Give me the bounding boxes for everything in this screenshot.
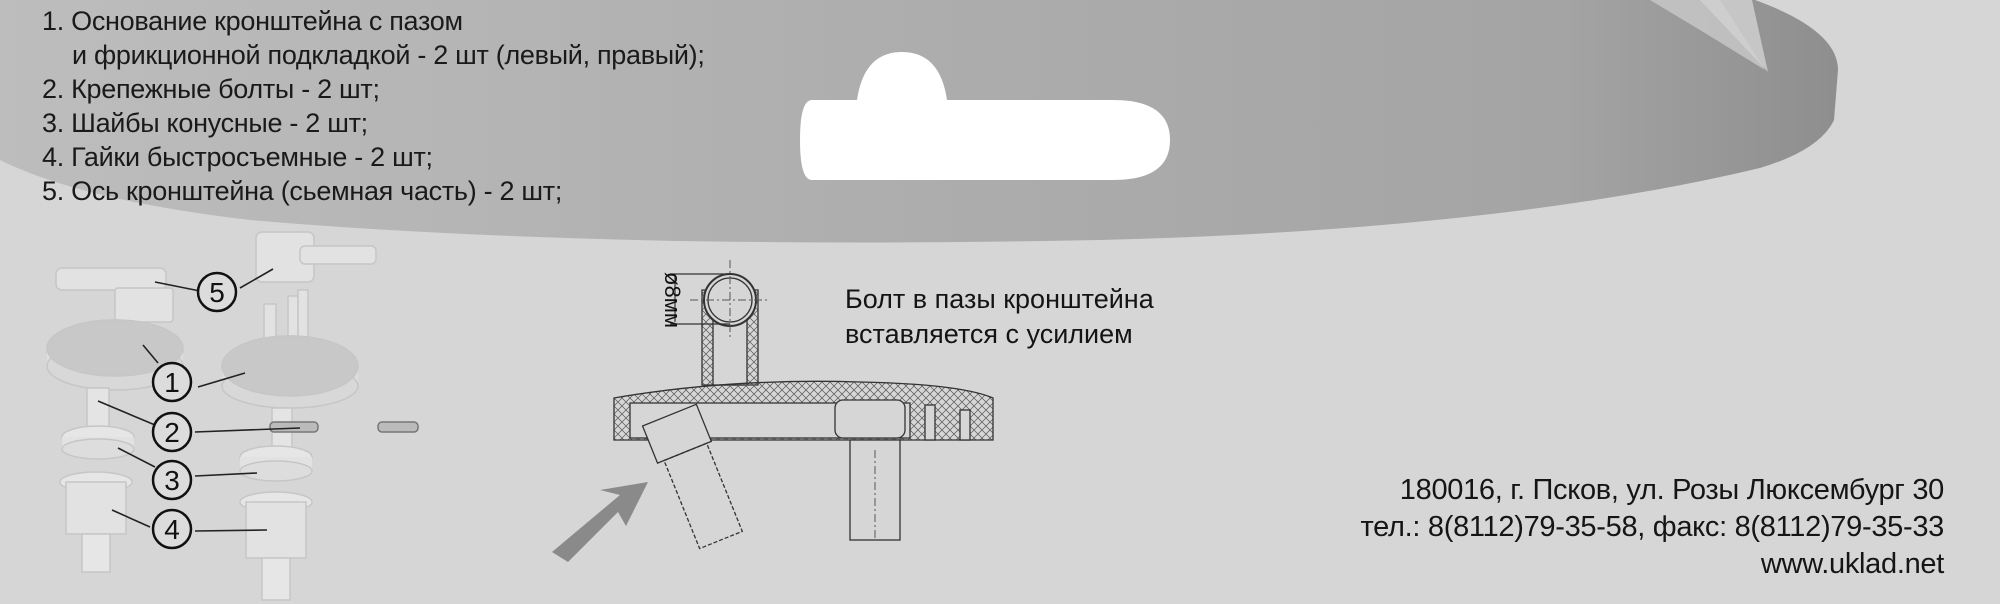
item-number: 2. xyxy=(42,74,64,104)
exploded-view-figure: 5 1 2 3 4 xyxy=(46,231,419,601)
parts-list: 1. Основание кронштейна с пазом и фрикци… xyxy=(42,4,705,208)
parts-list-item-1-continuation: и фрикционной подкладкой - 2 шт (левый, … xyxy=(42,38,705,72)
callout-label: 1 xyxy=(164,367,180,398)
phone-fax: тел.: 8(8112)79-35-58, факс: 8(8112)79-3… xyxy=(1360,511,1944,543)
item-text: Крепежные болты - 2 шт; xyxy=(71,74,380,104)
callout-4-icon xyxy=(151,508,193,550)
parts-list-item-2: 2. Крепежные болты - 2 шт; xyxy=(42,72,705,106)
callout-3-icon xyxy=(151,459,193,501)
callout-label: 2 xyxy=(164,417,180,448)
item-number: 5. xyxy=(42,176,64,206)
website-link[interactable]: www.uklad.net xyxy=(1760,548,1944,580)
address: 180016, г. Псков, ул. Розы Люксембург 30 xyxy=(1399,474,1945,506)
axle-part-icon xyxy=(55,267,167,291)
cross-section-drawing: ø8мм xyxy=(552,260,994,562)
parts-list-item-3: 3. Шайбы конусные - 2 шт; xyxy=(42,106,705,140)
callout-2-icon xyxy=(151,411,193,453)
item-text: и фрикционной подкладкой - 2 шт (левый, … xyxy=(72,40,705,70)
parts-list-item-1: 1. Основание кронштейна с пазом xyxy=(42,4,705,38)
item-text: Ось кронштейна (сьемная часть) - 2 шт; xyxy=(71,176,563,206)
callout-label: 3 xyxy=(164,465,180,496)
callout-label: 5 xyxy=(209,277,225,308)
item-text: Гайки быстросъемные - 2 шт; xyxy=(71,142,433,172)
note-line-2: вставляется с усилием xyxy=(845,319,1133,349)
callout-label: 4 xyxy=(164,514,180,545)
item-text: Шайбы конусные - 2 шт; xyxy=(71,108,368,138)
installation-note: Болт в пазы кронштейна вставляется с уси… xyxy=(845,282,1154,352)
callout-1-icon xyxy=(151,361,193,403)
item-number: 3. xyxy=(42,108,64,138)
note-line-1: Болт в пазы кронштейна xyxy=(845,284,1154,314)
item-number: 1. xyxy=(42,6,64,36)
parts-list-item-5: 5. Ось кронштейна (сьемная часть) - 2 шт… xyxy=(42,174,705,208)
item-text: Основание кронштейна с пазом xyxy=(71,6,463,36)
contact-info: 180016, г. Псков, ул. Розы Люксембург 30… xyxy=(1360,472,1944,583)
dimension-label: ø8мм xyxy=(660,272,685,328)
item-number: 4. xyxy=(42,142,64,172)
insert-direction-arrow-icon xyxy=(552,482,648,562)
callout-5-icon xyxy=(196,271,238,313)
parts-list-item-4: 4. Гайки быстросъемные - 2 шт; xyxy=(42,140,705,174)
